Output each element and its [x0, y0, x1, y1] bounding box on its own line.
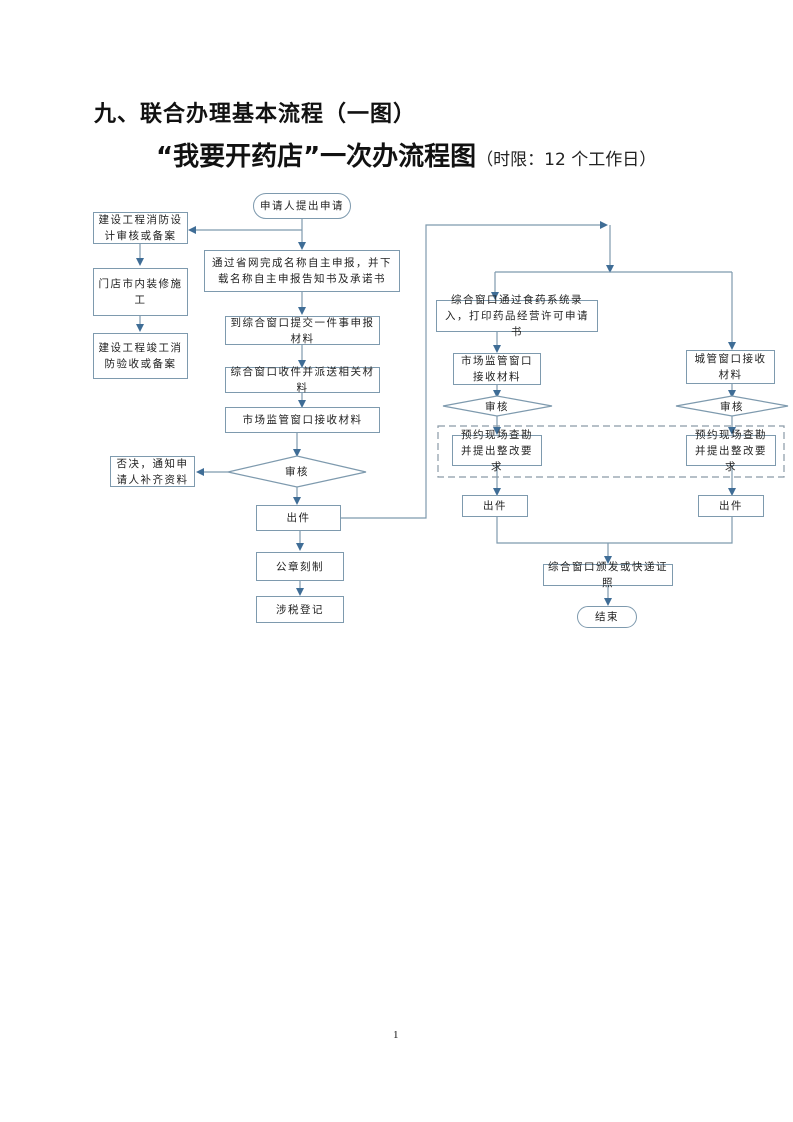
name-self-report-box: 通过省网完成名称自主申报，并下载名称自主申报告知书及承诺书: [204, 250, 400, 292]
issue-box-main: 出件: [256, 505, 341, 531]
review-diamond-right: [675, 395, 789, 417]
flowchart-title-main: “我要开药店”一次办流程图: [156, 142, 477, 172]
time-limit-note: （时限：12 个工作日）: [476, 150, 657, 170]
review-diamond-main: [227, 455, 367, 488]
market-window-receive-box-2: 市场监管窗口接收材料: [453, 353, 541, 385]
flowchart-title: “我要开药店”一次办流程图（时限：12 个工作日）: [156, 136, 656, 173]
fire-acceptance-box: 建设工程竣工消防验收或备案: [93, 333, 188, 379]
tax-registration-box: 涉税登记: [256, 596, 344, 623]
review-diamond-left: [442, 395, 553, 417]
inspection-box-left: 预约现场查勘并提出整改要求: [452, 429, 542, 473]
seal-carving-box: 公章刻制: [256, 552, 344, 581]
issue-box-right: 出件: [698, 495, 764, 517]
reject-notify-box: 否决，通知申请人补齐资料: [110, 456, 195, 487]
issue-box-left: 出件: [462, 495, 528, 517]
fire-design-review-box: 建设工程消防设计审核或备案: [93, 212, 188, 244]
city-mgmt-receive-box: 城管窗口接收材料: [686, 350, 775, 384]
store-renovation-box: 门店市内装修施工: [93, 268, 188, 316]
review-label-right: 审核: [720, 401, 744, 413]
submit-materials-box: 到综合窗口提交一件事申报材料: [225, 316, 380, 345]
deliver-license-box: 综合窗口颁发或快递证照: [543, 561, 673, 589]
dispatch-materials-box: 综合窗口收件并派送相关材料: [225, 366, 380, 394]
review-label-left: 审核: [485, 401, 509, 413]
inspection-box-right: 预约现场查勘并提出整改要求: [686, 429, 776, 473]
review-label-main: 审核: [285, 466, 309, 478]
connector: [496, 517, 733, 544]
connector: [341, 221, 608, 519]
food-drug-entry-box: 综合窗口通过食药系统录入，打印药品经营许可申请书: [436, 294, 598, 338]
section-heading: 九、联合办理基本流程（一图）: [94, 102, 417, 127]
page-number: 1: [393, 1029, 399, 1041]
market-window-receive-box: 市场监管窗口接收材料: [225, 407, 380, 433]
start-node: 申请人提出申请: [253, 193, 351, 219]
end-node: 结束: [577, 606, 637, 628]
